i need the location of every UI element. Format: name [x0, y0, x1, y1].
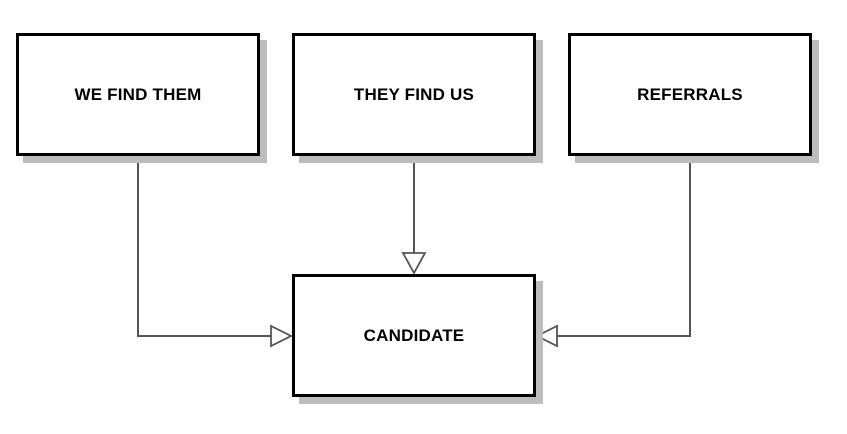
node-they-find-us[interactable]: THEY FIND US — [292, 33, 536, 156]
arrowhead-right-icon — [534, 324, 558, 348]
node-referrals[interactable]: REFERRALS — [568, 33, 812, 156]
node-label: THEY FIND US — [353, 84, 475, 104]
node-label: WE FIND THEM — [74, 84, 202, 104]
edge-we-find-them-to-candidate — [137, 157, 271, 337]
node-candidate[interactable]: CANDIDATE — [292, 274, 536, 397]
arrowhead-down-icon — [401, 252, 427, 275]
arrowhead-left-icon — [270, 324, 294, 348]
node-we-find-them[interactable]: WE FIND THEM — [16, 33, 260, 156]
node-label: REFERRALS — [637, 84, 743, 104]
node-label: CANDIDATE — [363, 325, 465, 345]
edge-referrals-to-candidate — [557, 157, 691, 337]
